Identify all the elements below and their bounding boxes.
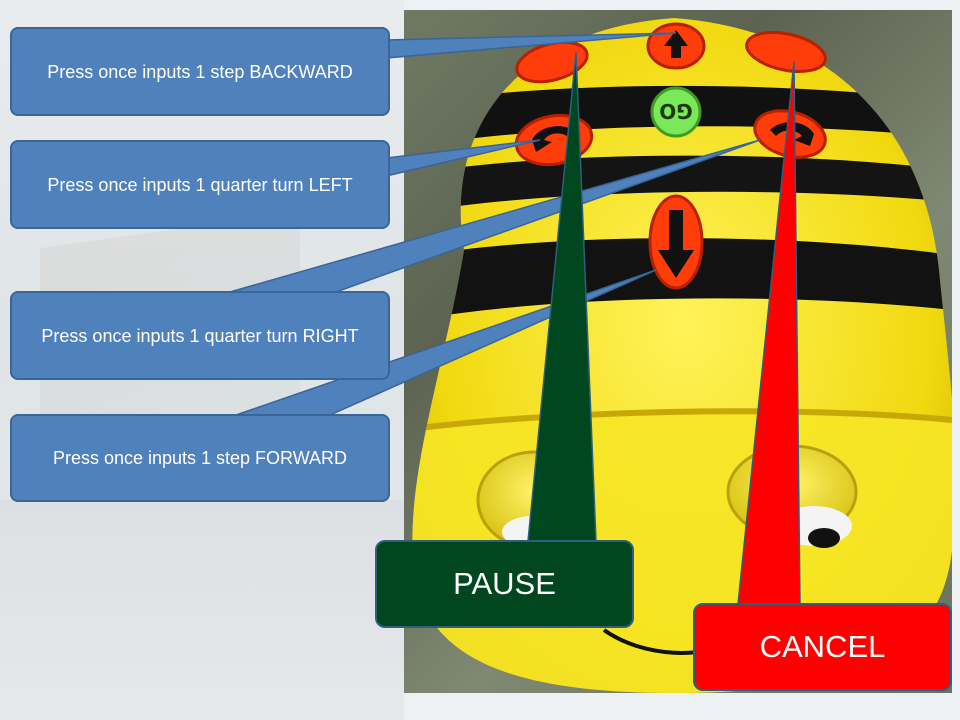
callout-right-text: Press once inputs 1 quarter turn RIGHT (41, 325, 359, 346)
callout-turn-right: Press once inputs 1 quarter turn RIGHT (10, 291, 390, 380)
head-rim (412, 408, 952, 433)
right-iris (808, 528, 840, 548)
callout-turn-left: Press once inputs 1 quarter turn LEFT (10, 140, 390, 229)
callout-left-text: Press once inputs 1 quarter turn LEFT (47, 174, 353, 195)
cancel-label: CANCEL (759, 629, 886, 664)
callout-backward: Press once inputs 1 step BACKWARD (10, 27, 390, 116)
go-label: GO (659, 99, 692, 123)
callout-forward-text: Press once inputs 1 step FORWARD (52, 448, 348, 468)
pause-label: PAUSE (453, 566, 556, 601)
go-button (650, 86, 702, 138)
callout-backward-text: Press once inputs 1 step BACKWARD (47, 61, 353, 82)
pause-callout: PAUSE (375, 540, 634, 628)
callout-forward: Press once inputs 1 step FORWARD (10, 414, 390, 502)
cancel-callout: CANCEL (693, 603, 952, 691)
